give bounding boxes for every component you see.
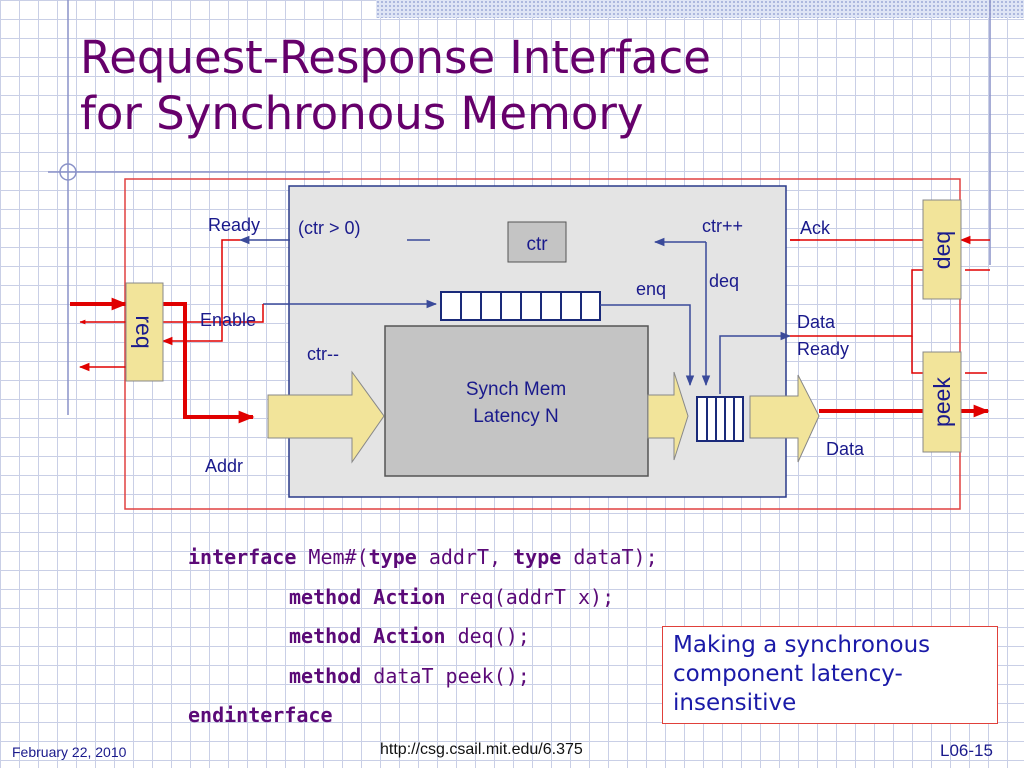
- code-keyword: method: [289, 624, 362, 648]
- top-band: [376, 0, 1024, 18]
- code-text: dataT);: [561, 545, 658, 569]
- slide-title: Request-Response Interface for Synchrono…: [80, 30, 711, 142]
- code-keyword: type: [368, 545, 417, 569]
- crosshair-decoration: [48, 0, 991, 415]
- code-keyword: type: [513, 545, 562, 569]
- handshake-wires: [78, 235, 990, 374]
- deq-method-box: [922, 199, 962, 300]
- ctr-dec-label: ctr--: [307, 344, 339, 364]
- title-line-1: Request-Response Interface: [80, 31, 711, 84]
- data-bus-wires: [70, 297, 990, 424]
- code-keyword: method: [289, 584, 362, 609]
- mem-label-2: Latency N: [473, 406, 559, 427]
- footer-url[interactable]: http://csg.csail.mit.edu/6.375: [380, 741, 583, 758]
- code-line-4: method dataT peek();: [188, 659, 658, 699]
- code-line-3: method Action deq();: [188, 619, 658, 659]
- response-fifo: [696, 396, 744, 442]
- footer-slide-number: L06-15: [940, 741, 993, 760]
- interface-code: interface Mem#(type addrT, type dataT); …: [188, 540, 658, 738]
- synch-mem-box: [384, 325, 649, 477]
- footer-date: February 22, 2010: [12, 744, 127, 760]
- mem-label-1: Synch Mem: [466, 379, 566, 400]
- req-label: req: [131, 315, 157, 348]
- enq-label: enq: [636, 279, 666, 299]
- code-keyword: endinterface: [188, 703, 333, 727]
- code-text: dataT peek();: [373, 663, 530, 688]
- code-text: deq();: [457, 624, 530, 648]
- ctr-label: ctr: [526, 234, 548, 255]
- ctr-inc-label: ctr++: [702, 216, 743, 236]
- callout-note: Making a synchronous component latency-i…: [662, 626, 998, 724]
- outer-red-box: [124, 178, 961, 510]
- title-line-2: for Synchronous Memory: [80, 87, 644, 140]
- data-ready-label-1: Data: [797, 312, 836, 332]
- code-keyword: interface: [188, 545, 297, 569]
- ctr-box: [507, 221, 567, 263]
- code-text: req(addrT x);: [457, 584, 615, 609]
- code-text: addrT,: [416, 545, 514, 569]
- code-line-2: method Action req(addrT x);: [188, 580, 658, 620]
- data-ready-label-2: Ready: [797, 339, 849, 359]
- diagram: Synch Mem Latency N ctr: [48, 0, 991, 510]
- ctr-gt0-label: (ctr > 0): [298, 218, 361, 238]
- ready-label: Ready: [208, 215, 260, 235]
- peek-method-box: [922, 351, 962, 453]
- code-line-1: interface Mem#(type addrT, type dataT);: [188, 540, 658, 580]
- peek-label: peek: [929, 377, 955, 427]
- deq-label: deq: [929, 231, 955, 269]
- deq-wire-label: deq: [709, 271, 739, 291]
- enable-label: Enable: [200, 310, 256, 330]
- code-keyword: Action: [373, 624, 446, 648]
- req-method-box: [125, 282, 164, 382]
- addr-label: Addr: [205, 456, 243, 476]
- code-text: Mem#(: [296, 545, 369, 569]
- control-wires: [238, 235, 792, 394]
- data-flow-arrows: [267, 370, 820, 464]
- request-fifo: [440, 291, 601, 321]
- code-line-5: endinterface: [188, 698, 658, 738]
- data-label: Data: [826, 439, 865, 459]
- code-keyword: Action: [373, 584, 446, 609]
- ack-label: Ack: [800, 218, 831, 238]
- code-keyword: method: [289, 663, 362, 688]
